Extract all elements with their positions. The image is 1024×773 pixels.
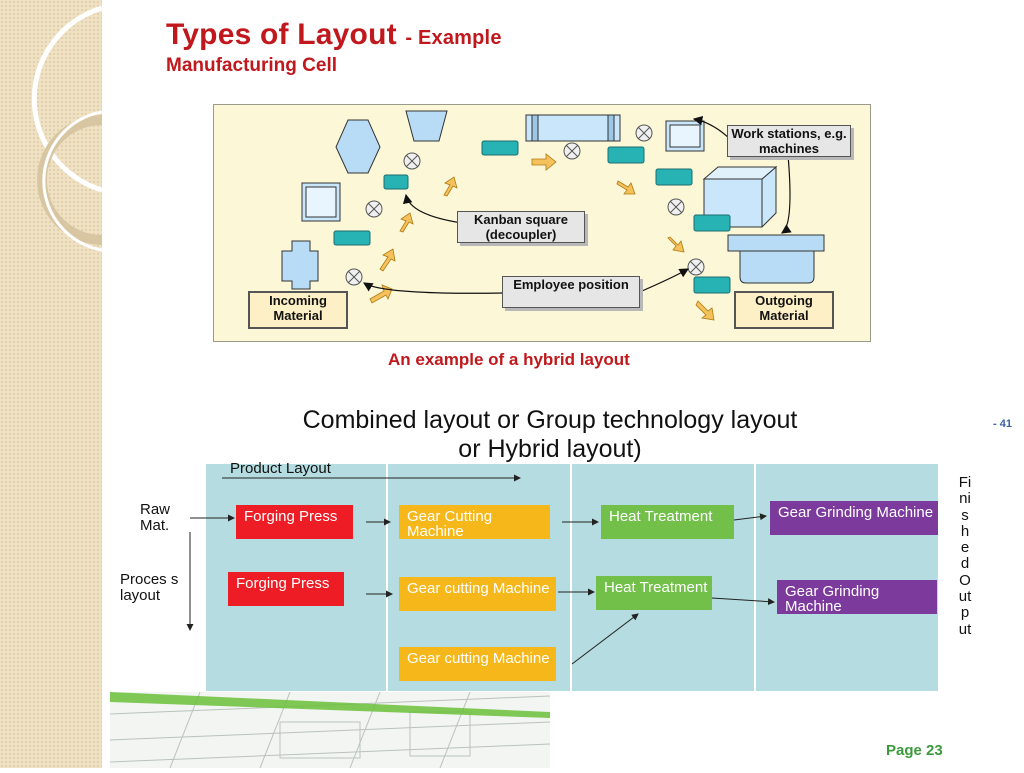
outgoing-material-label: Outgoing Material: [734, 291, 834, 329]
combined-layout-title-line1: Combined layout or Group technology layo…: [302, 406, 798, 434]
slide-subtitle: Manufacturing Cell: [166, 55, 338, 76]
forging-press-1: Forging Press: [236, 505, 353, 539]
tank-machine-top: [727, 234, 825, 252]
finished-output-label: FinishedOutput: [958, 474, 972, 638]
employee-position-callout: Employee position: [502, 276, 640, 308]
slide-title-suffix: - Example: [405, 27, 502, 49]
cross-machine: [281, 240, 319, 290]
forging-press-2: Forging Press: [228, 572, 344, 606]
gear-cutting-machine-1: Gear Cutting Machine: [399, 505, 550, 539]
tank-machine-body: [739, 250, 815, 284]
incoming-material-label: Incoming Material: [248, 291, 348, 329]
bottom-slide-panel: Combined layout or Group technology layo…: [110, 392, 990, 768]
process-layout-label: Proces s layout: [120, 571, 179, 604]
hexagon-machine: [335, 119, 381, 174]
combined-layout-title-line2: or Hybrid layout): [458, 435, 642, 463]
slide-title-text: Types of Layout: [166, 18, 397, 51]
hybrid-layout-caption: An example of a hybrid layout: [388, 350, 630, 369]
gear-cutting-machine-2: Gear cutting Machine: [399, 577, 556, 611]
heat-treatment-2: Heat Treatment: [596, 576, 712, 610]
page-number: Page 23: [886, 742, 943, 759]
column-divider: [570, 464, 572, 691]
slide-title: Types of Layout - Example: [166, 18, 502, 52]
column-divider: [386, 464, 388, 691]
decorative-rings: [31, 5, 103, 252]
combined-layout-title: Combined layout or Group technology layo…: [110, 406, 990, 464]
product-layout-label: Product Layout: [230, 460, 331, 477]
decorative-background-strip: [0, 0, 103, 768]
column-divider: [754, 464, 756, 691]
kanban-square-callout: Kanban square (decoupler): [457, 211, 585, 243]
raw-material-label: Raw Mat.: [140, 501, 171, 534]
gear-grinding-machine-1: Gear Grinding Machine: [770, 501, 938, 535]
flow-arrows: [186, 474, 775, 665]
gear-grinding-machine-2: Gear Grinding Machine: [777, 580, 937, 614]
work-stations-callout: Work stations, e.g. machines: [727, 125, 851, 157]
blueprint-background: [110, 692, 550, 768]
slide-number-marker: - 41: [993, 418, 1012, 430]
heat-treatment-1: Heat Treatment: [601, 505, 734, 539]
trapezoid-machine: [405, 110, 448, 142]
cell-diagram-drawing: [281, 110, 825, 321]
gear-cutting-machine-3: Gear cutting Machine: [399, 647, 556, 681]
manufacturing-cell-diagram: Work stations, e.g. machines Kanban squa…: [213, 104, 871, 342]
long-machine: [525, 114, 621, 142]
